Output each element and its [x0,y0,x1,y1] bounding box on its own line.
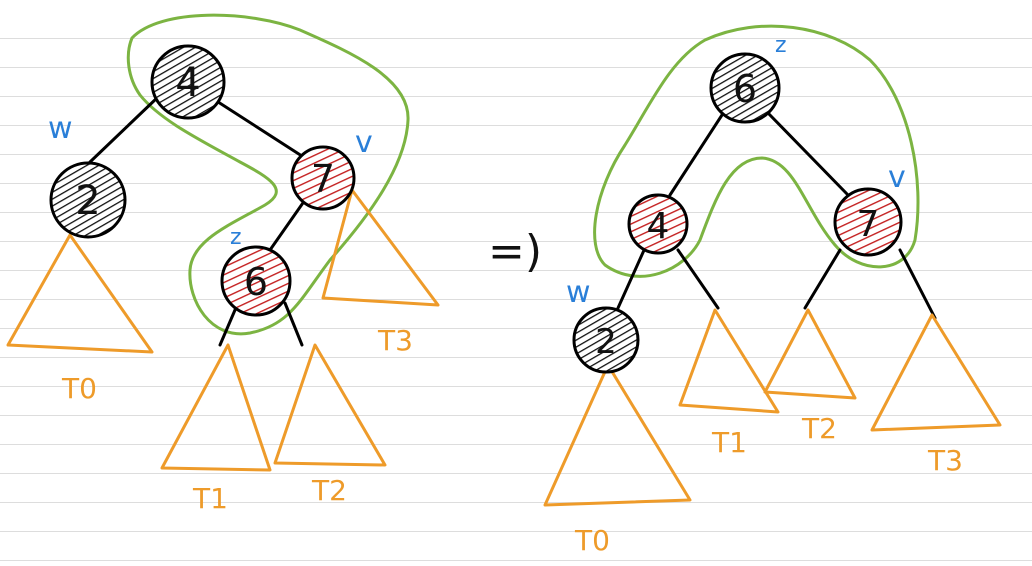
edge-4-2 [616,246,647,310]
after-t1-label: T1 [711,426,747,459]
edge-7-6 [268,198,307,252]
before-t0-label: T0 [61,372,97,405]
after-label-w: w [566,275,591,310]
before-subtree-t2 [273,343,387,467]
after-label-v: v [888,160,906,195]
edge-4-7 [213,98,307,160]
before-node-6-label: 6 [244,260,268,304]
after-subtree-t3 [870,313,1002,432]
before-tree: 4 2 7 6 w v z T0 T1 T2 T3 [6,13,440,515]
after-node-6: 6 [709,52,781,124]
after-highlight-outline [593,24,920,278]
before-highlight-outline [126,13,410,336]
after-node-7-label: 7 [857,204,880,245]
after-subtree-t1 [678,308,780,414]
after-node-2-label: 2 [595,322,617,362]
before-t2-label: T2 [311,474,347,507]
after-subtrees [543,308,1002,507]
after-t3-label: T3 [927,444,963,477]
edge-7-t3 [898,248,937,320]
after-tree: 6 4 7 2 z v w T0 T1 T2 T3 [543,24,1002,557]
edge-6-4 [668,113,724,197]
after-node-4-label: 4 [647,206,670,247]
after-node-6-label: 6 [733,67,757,111]
before-node-2-label: 2 [75,178,100,224]
before-label-w: w [48,111,73,146]
edge-4-2 [88,95,160,164]
after-subtree-t0 [543,363,692,507]
before-edges [88,95,307,347]
after-t2-label: T2 [801,412,837,445]
after-t0-label: T0 [574,524,610,557]
before-t3-label: T3 [377,324,413,357]
before-subtrees [6,188,440,472]
edge-7-t2 [803,248,842,310]
before-subtree-t0 [6,233,154,354]
after-node-2: 2 [572,306,640,374]
before-node-4-label: 4 [175,60,200,106]
after-label-z: z [775,33,787,58]
before-node-7-label: 7 [311,157,335,201]
edge-6-t2 [283,301,304,347]
before-t1-label: T1 [192,482,228,515]
before-label-v: v [355,125,373,160]
edge-4-t1 [676,248,720,310]
before-subtree-t3 [321,188,440,307]
after-subtree-t2 [763,308,857,400]
edge-6-t1 [218,301,240,347]
edge-6-7 [766,111,850,197]
before-label-z: z [230,225,242,250]
before-node-6: 6 [220,245,292,317]
after-node-7: 7 [833,187,903,257]
before-subtree-t1 [160,343,272,472]
before-node-7: 7 [290,145,356,211]
transform-arrow: =) [488,226,542,277]
after-edges [616,111,937,320]
before-node-2: 2 [49,161,127,239]
before-node-4: 4 [150,44,226,120]
after-node-4: 4 [627,193,689,255]
